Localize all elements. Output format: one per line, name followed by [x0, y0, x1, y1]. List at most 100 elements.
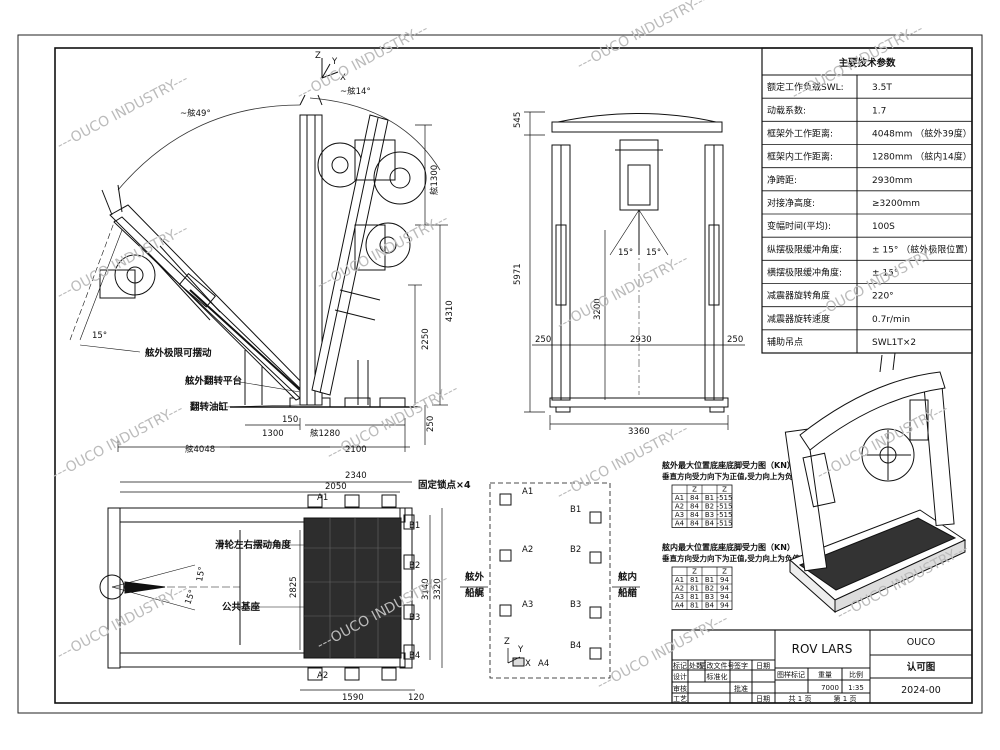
inboard-label: 舷内	[618, 571, 637, 583]
date-label: 日期	[756, 695, 770, 703]
watermark-text: ---OUCO INDUSTRY---	[54, 71, 190, 154]
dim-250-right: 250	[727, 335, 743, 345]
load-table-cell: A3	[675, 511, 684, 519]
title-block	[671, 629, 973, 704]
point-A3: A3	[522, 600, 533, 610]
sheet-no: 第 1 页	[834, 694, 857, 703]
axis-x-label: X	[340, 73, 346, 83]
foot-A2: A2	[317, 671, 328, 681]
param-label: 减震器旋转角度	[767, 290, 830, 302]
weight-value: 7000	[821, 684, 839, 692]
param-value: ≥3200mm	[872, 199, 920, 209]
point-B1: B1	[570, 505, 581, 515]
load-table-cell: 94	[720, 593, 729, 601]
dim-2250: 2250	[421, 328, 431, 350]
row-label-2: 工艺	[673, 695, 687, 703]
axis-z-label: Z	[315, 51, 321, 61]
load-table-cell: 94	[720, 602, 729, 610]
dim-3140: 3140	[421, 578, 431, 600]
drawing-name: 认可图	[907, 661, 936, 673]
angle-left: 15°	[618, 248, 633, 258]
param-value: 3.5T	[872, 83, 892, 93]
dim-3200: 3200	[593, 298, 603, 320]
grating	[303, 517, 402, 659]
outer-frame	[17, 34, 983, 714]
param-value: 100S	[872, 222, 895, 232]
stage-label: 图样标记	[777, 670, 805, 679]
col-label-1: 处数	[689, 661, 703, 670]
param-label: 框架外工作距离:	[767, 127, 833, 139]
iso-view	[784, 352, 967, 614]
dim-120: 120	[408, 693, 424, 703]
load-table-cell: 81	[690, 602, 699, 610]
front-view-texts: 545 5971 3200 250 2930 250 3360 15° 15°	[513, 112, 743, 437]
param-label: 变幅时间(平均):	[767, 220, 831, 232]
dim-545: 545	[513, 112, 523, 128]
angle-inboard: ~舷14°	[340, 86, 371, 97]
load-table-cell: 84	[690, 520, 699, 528]
load-table-title: 舷外最大位置底座底脚受力图（KN）	[662, 460, 795, 470]
param-value: 2930mm	[872, 176, 912, 186]
load-table-cell: 84	[690, 511, 699, 519]
inboard-label2: 船艏	[618, 587, 638, 599]
load-table-cell: B1	[705, 576, 714, 584]
foot-A1: A1	[317, 493, 328, 503]
watermark-text: ---OUCO INDUSTRY---	[324, 381, 460, 464]
drawing-no: 2024-00	[901, 685, 941, 696]
angle-outboard: ~舷49°	[180, 108, 211, 119]
dim-2825: 2825	[289, 576, 299, 598]
title-block-texts: ROV LARS OUCO 认可图 2024-00 图样标记 重量 比例 700…	[673, 637, 941, 703]
param-value: 1.7	[872, 106, 886, 116]
load-table-cell: A4	[675, 602, 685, 610]
label-platform: 舷外翻转平台	[185, 375, 243, 387]
param-label: 净跨距:	[767, 174, 797, 186]
params-table: 主要技术参数 额定工作负载SWL:3.5T动载系数:1.7框架外工作距离:404…	[761, 47, 973, 354]
load-table-cell: B3	[705, 593, 714, 601]
dim-250-side: 250	[426, 416, 436, 432]
dim-2050: 2050	[325, 482, 347, 492]
param-value: 1280mm （舷内14度）	[872, 151, 972, 163]
scale-value: 1:35	[848, 684, 864, 692]
load-table-header-cell: Z	[692, 486, 697, 494]
point-A2: A2	[522, 545, 533, 555]
point-B4: B4	[570, 641, 581, 651]
inner-frame	[54, 47, 973, 704]
angle-15b: 15°	[183, 588, 198, 606]
load-table-cell: 81	[690, 576, 699, 584]
params-title: 主要技术参数	[838, 57, 896, 69]
watermark-text: ---OUCO INDUSTRY---	[554, 251, 690, 334]
load-table-cell: B2	[705, 503, 714, 511]
label-limit: 舷外极限可摆动	[145, 347, 212, 359]
param-value: 4048mm （舷外39度）	[872, 127, 972, 139]
point-A1: A1	[522, 487, 533, 497]
param-value: 0.7r/min	[872, 315, 910, 325]
f-axis-y: Y	[517, 645, 524, 655]
company-name: OUCO	[907, 637, 936, 648]
load-table-cell: A1	[675, 576, 684, 584]
angle-15-side: 15°	[92, 331, 107, 341]
param-value: ± 15°	[872, 268, 898, 278]
foundation-view	[460, 482, 640, 679]
load-table-cell: 84	[690, 503, 699, 511]
load-table-cell: 81	[690, 585, 699, 593]
row-label-1: 审核	[673, 684, 687, 693]
side-view-texts: Z Y X ~舷49° ~舷14° 15° 舷1300 4310 2250 25…	[92, 51, 455, 455]
foot-B1: B1	[409, 521, 420, 531]
load-table-cell: 94	[720, 576, 729, 584]
angle-right: 15°	[646, 248, 661, 258]
scale-label: 比例	[849, 670, 863, 679]
param-label: 纵摆极限缓冲角度:	[767, 243, 842, 255]
load-table-cell: B1	[705, 494, 714, 502]
watermark-text: ---OUCO INDUSTRY---	[789, 21, 925, 104]
dim-2930: 2930	[630, 335, 652, 345]
load-table-cell: A4	[675, 520, 685, 528]
load-table-cell: -515	[717, 511, 733, 519]
load-table-cell: A3	[675, 593, 684, 601]
load-table-cell: B4	[705, 602, 715, 610]
swing-label: 滑轮左右摆动角度	[215, 539, 292, 551]
param-value: 220°	[872, 292, 894, 302]
angle-15a: 15°	[195, 566, 207, 583]
load-table-cell: B4	[705, 520, 715, 528]
dim-1590: 1590	[342, 693, 364, 703]
